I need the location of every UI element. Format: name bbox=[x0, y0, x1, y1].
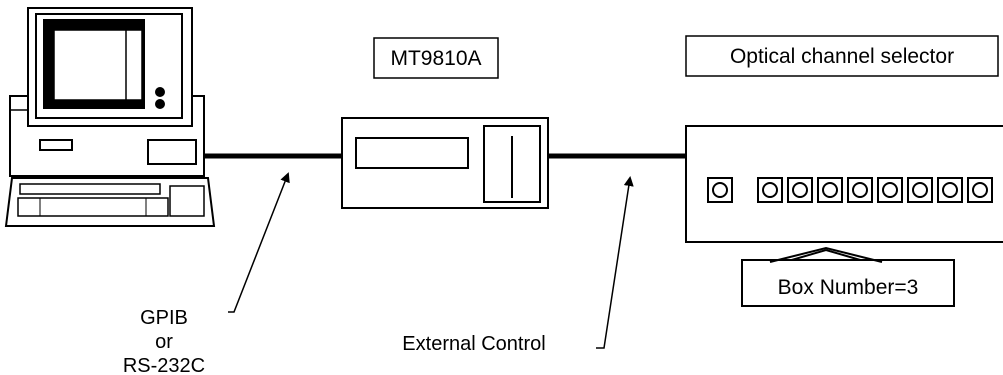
optical-port-connector bbox=[942, 182, 958, 198]
optical-port-connector bbox=[882, 182, 898, 198]
computer-icon bbox=[4, 7, 216, 227]
or-label: or bbox=[155, 331, 173, 353]
external-control-pointer-arrow bbox=[596, 176, 634, 349]
optical-port-connector bbox=[912, 182, 928, 198]
instrument-label: MT9810A bbox=[390, 47, 481, 70]
optical-port-connector bbox=[762, 182, 778, 198]
optical-port-connector bbox=[972, 182, 988, 198]
optical-port-connector bbox=[822, 182, 838, 198]
instrument-display bbox=[355, 137, 469, 169]
box-number-label: Box Number=3 bbox=[778, 276, 919, 299]
instrument-label-box bbox=[373, 37, 499, 79]
optical-port-connector bbox=[852, 182, 868, 198]
optical-port-connector bbox=[712, 182, 728, 198]
gpib-pointer-arrow bbox=[228, 172, 290, 313]
monitor-knob bbox=[155, 99, 165, 109]
optical-port-connector bbox=[792, 182, 808, 198]
gpib-label: GPIB bbox=[140, 307, 188, 329]
drive-bay bbox=[147, 139, 197, 165]
optical-channel-selector-unit bbox=[685, 125, 1003, 243]
selector-label: Optical channel selector bbox=[730, 45, 954, 68]
floppy-drive bbox=[39, 139, 73, 151]
monitor-screen-window bbox=[53, 29, 143, 101]
monitor-knob bbox=[155, 87, 165, 97]
external-control-label: External Control bbox=[402, 333, 545, 355]
mt9810a-instrument bbox=[341, 117, 549, 209]
rs232c-label: RS-232C bbox=[123, 355, 205, 375]
selector-label-box bbox=[685, 35, 999, 77]
